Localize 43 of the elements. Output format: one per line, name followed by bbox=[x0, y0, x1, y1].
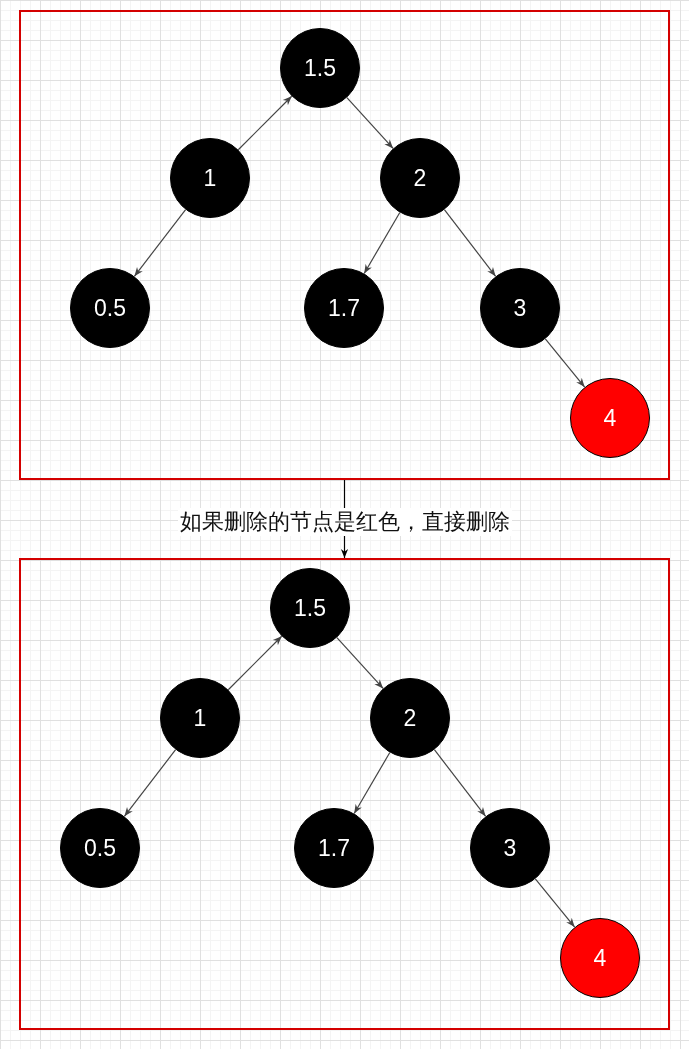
tree-node bbox=[160, 678, 240, 758]
tree-node bbox=[304, 268, 384, 348]
node-value: 3 bbox=[513, 296, 527, 320]
node-value: 2 bbox=[413, 166, 427, 190]
arrow bbox=[227, 635, 283, 691]
tree-node bbox=[380, 138, 460, 218]
arrow bbox=[433, 749, 487, 817]
arrow bbox=[534, 878, 576, 928]
tree-node bbox=[560, 918, 640, 998]
arrow bbox=[353, 751, 391, 815]
arrow bbox=[443, 209, 497, 277]
tree-node bbox=[270, 568, 350, 648]
node-value: 1.7 bbox=[318, 836, 350, 860]
tree-node bbox=[170, 138, 250, 218]
tree-node bbox=[70, 268, 150, 348]
node-value: 0.5 bbox=[94, 296, 126, 320]
tree-panel bbox=[19, 558, 670, 1030]
tree-node bbox=[480, 268, 560, 348]
tree-node bbox=[294, 808, 374, 888]
tree-node bbox=[370, 678, 450, 758]
arrow bbox=[336, 637, 384, 689]
node-value: 1 bbox=[193, 706, 207, 730]
tree-panel bbox=[19, 10, 670, 480]
node-value: 3 bbox=[503, 836, 517, 860]
node-value: 0.5 bbox=[84, 836, 116, 860]
arrow bbox=[237, 95, 293, 151]
node-value: 4 bbox=[603, 406, 617, 430]
tree-node bbox=[280, 28, 360, 108]
node-value: 4 bbox=[593, 946, 607, 970]
arrow bbox=[544, 338, 586, 388]
tree-node bbox=[470, 808, 550, 888]
arrow bbox=[123, 749, 177, 817]
tree-node bbox=[60, 808, 140, 888]
arrow bbox=[346, 97, 394, 149]
node-value: 1.5 bbox=[294, 596, 326, 620]
arrow bbox=[133, 209, 187, 277]
node-value: 2 bbox=[403, 706, 417, 730]
node-value: 1 bbox=[203, 166, 217, 190]
edge-label: 如果删除的节点是红色，直接删除 bbox=[177, 508, 512, 537]
arrow bbox=[363, 211, 401, 275]
node-value: 1.5 bbox=[304, 56, 336, 80]
node-value: 1.7 bbox=[328, 296, 360, 320]
tree-node bbox=[570, 378, 650, 458]
